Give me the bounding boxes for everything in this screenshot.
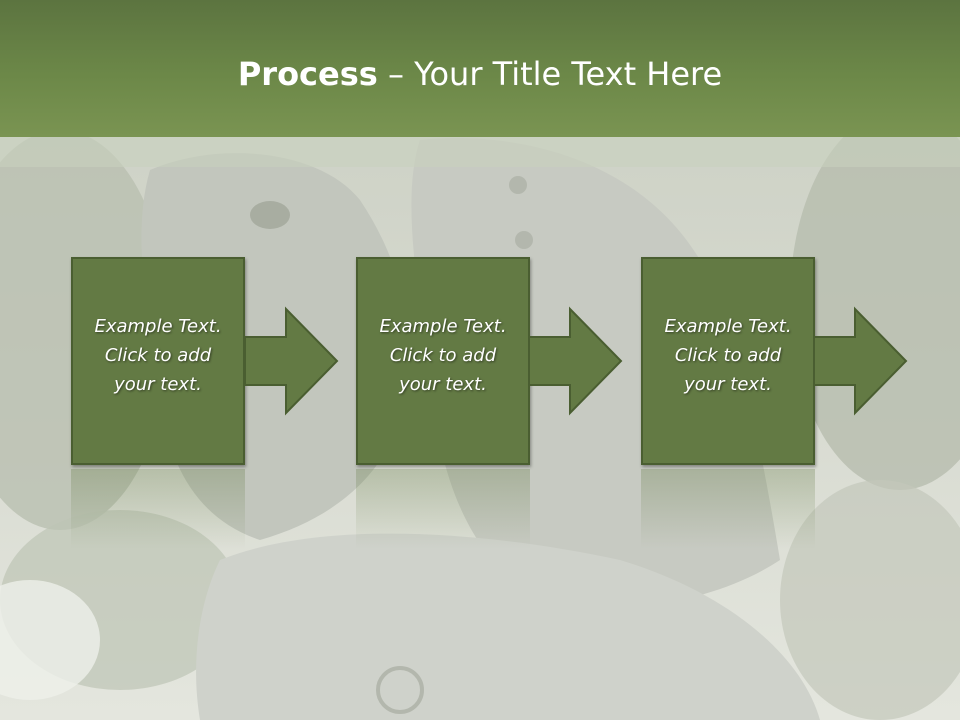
step-text: Example Text. Click to add your text. — [653, 312, 803, 399]
step-text: Example Text. Click to add your text. — [83, 312, 233, 399]
step-box[interactable]: Example Text. Click to add your text. — [641, 257, 815, 465]
step-text-line: Click to add — [104, 344, 212, 366]
slide-title[interactable]: Process – Your Title Text Here — [0, 52, 960, 96]
right-arrow-icon — [813, 306, 908, 416]
step-text-line: your text. — [114, 373, 202, 395]
title-bold-part: Process — [237, 55, 378, 93]
step-text-line: Example Text. — [94, 315, 222, 337]
step-text-line: Click to add — [674, 344, 782, 366]
title-band — [0, 137, 960, 167]
step-text-line: Click to add — [389, 344, 497, 366]
process-step-1[interactable]: Example Text. Click to add your text. — [71, 257, 245, 549]
title-bar — [0, 0, 960, 137]
title-rest-part: – Your Title Text Here — [377, 55, 723, 93]
step-text: Example Text. Click to add your text. — [368, 312, 518, 399]
process-step-2[interactable]: Example Text. Click to add your text. — [356, 257, 530, 549]
process-step-3[interactable]: Example Text. Click to add your text. — [641, 257, 815, 549]
step-text-line: your text. — [684, 373, 772, 395]
step-reflection — [641, 469, 815, 549]
step-text-line: Example Text. — [379, 315, 507, 337]
step-reflection — [356, 469, 530, 549]
step-box[interactable]: Example Text. Click to add your text. — [356, 257, 530, 465]
step-reflection — [71, 469, 245, 549]
right-arrow-icon — [244, 306, 339, 416]
right-arrow-icon — [528, 306, 623, 416]
step-box[interactable]: Example Text. Click to add your text. — [71, 257, 245, 465]
step-text-line: Example Text. — [664, 315, 792, 337]
step-text-line: your text. — [399, 373, 487, 395]
